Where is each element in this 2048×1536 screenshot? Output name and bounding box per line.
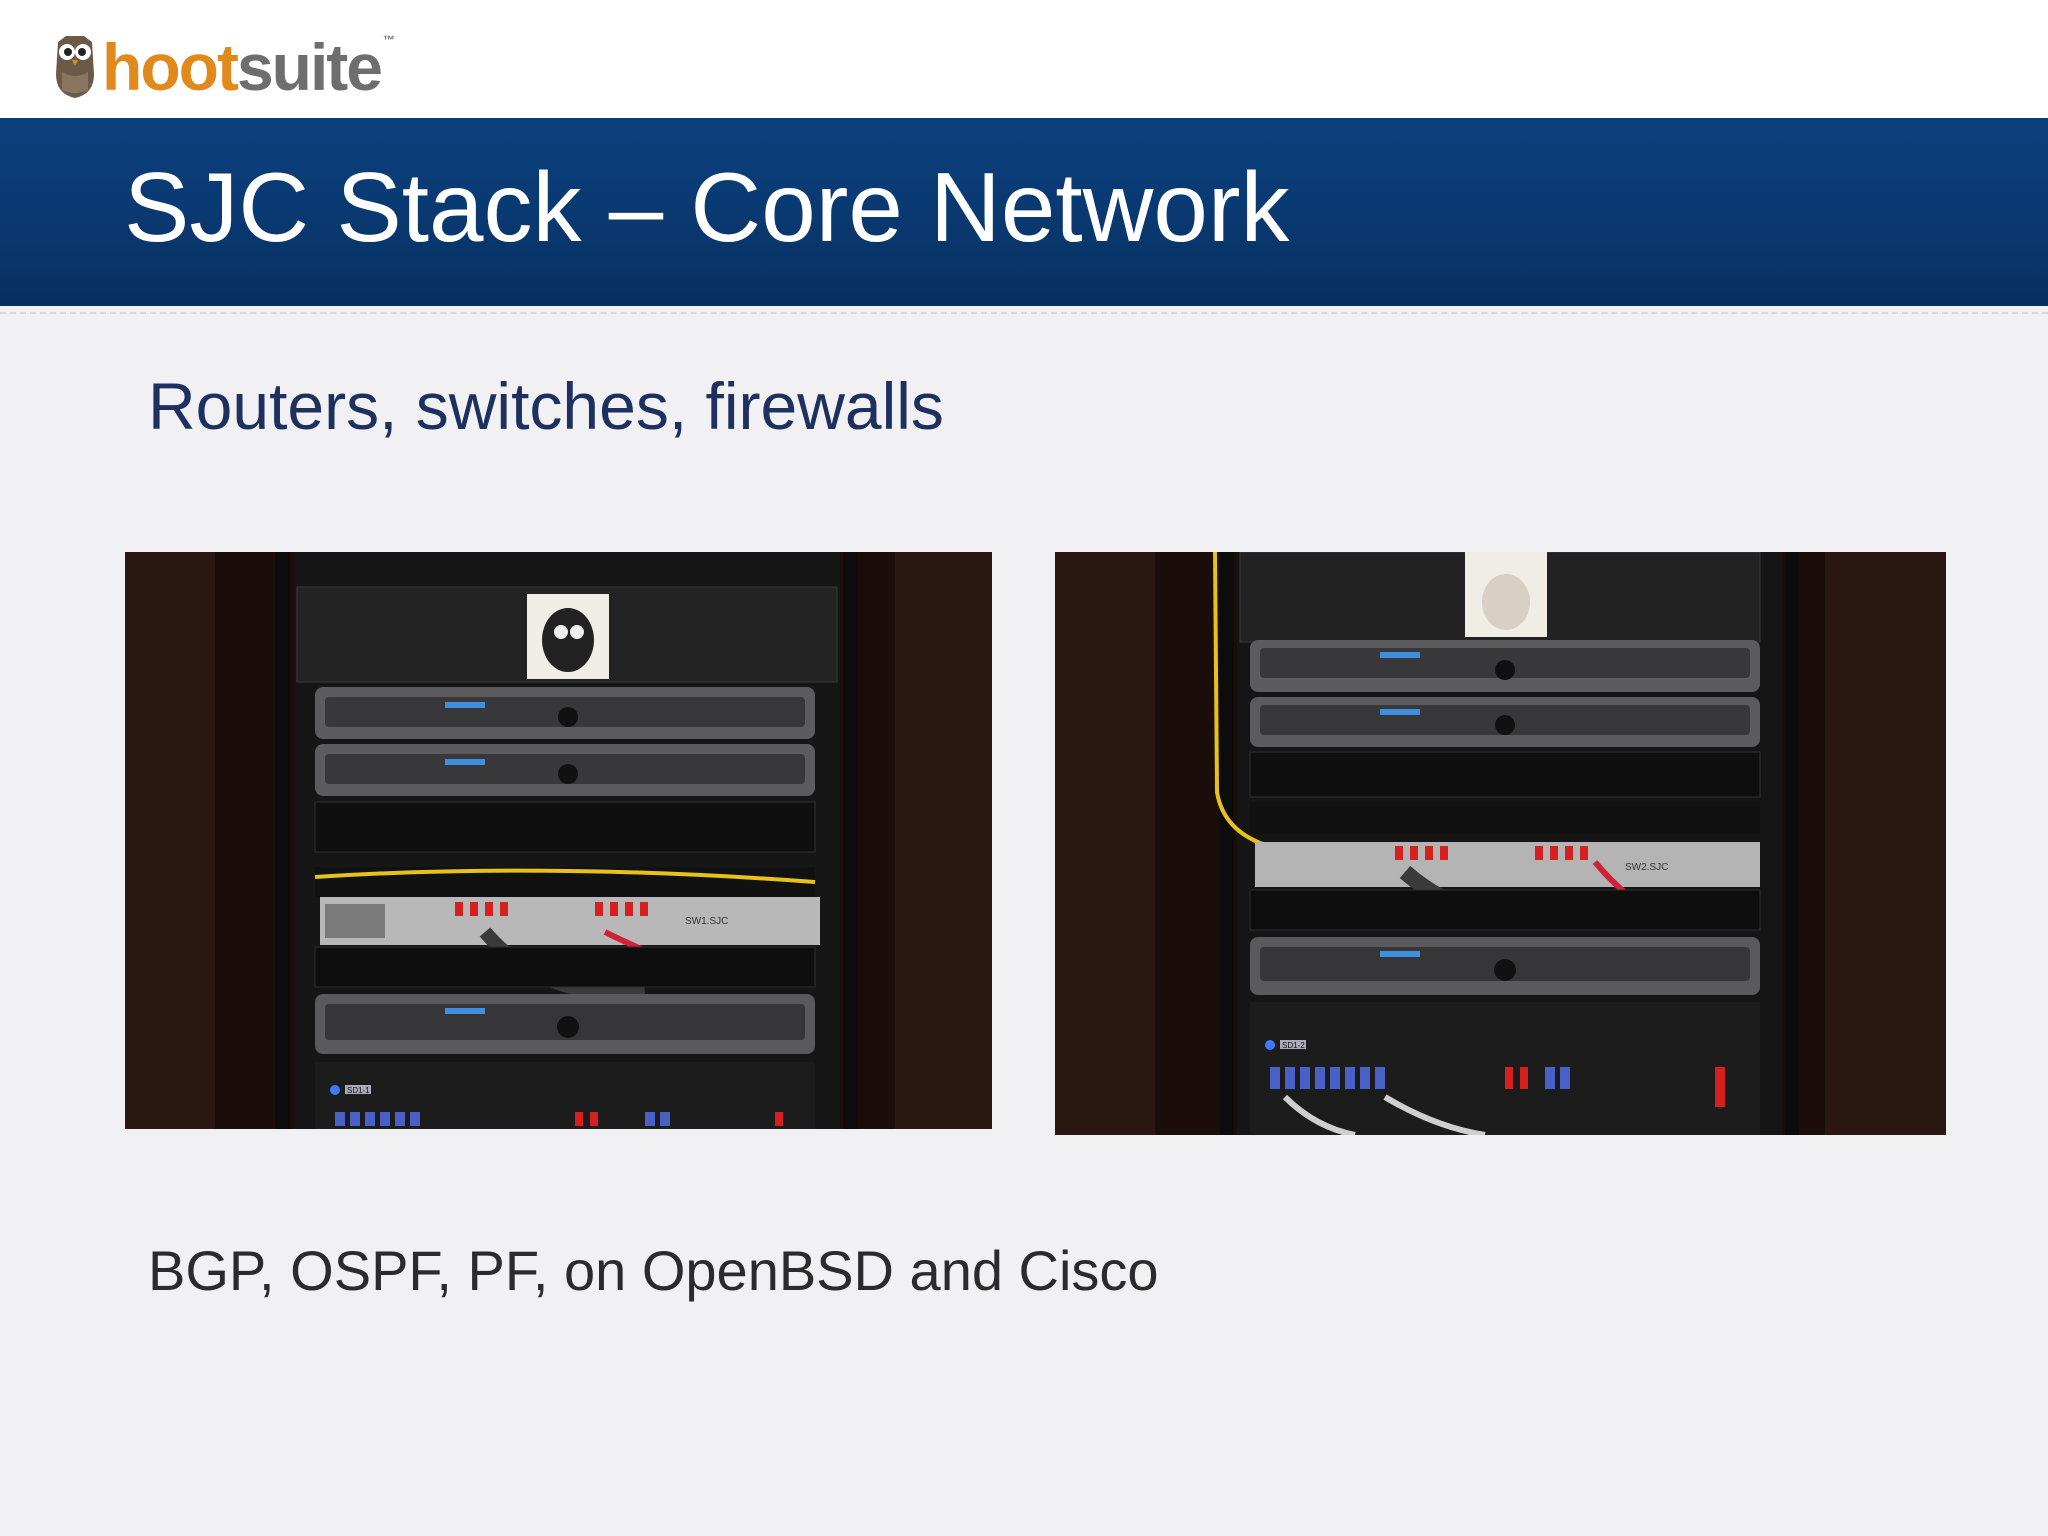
rack-photo-right: SW2.SJC SD1-2: [1055, 552, 1946, 1135]
router-label-left: SD1-1: [347, 1086, 370, 1095]
router-label-left-bg: [345, 1085, 371, 1094]
router-label-right-bg: [1280, 1040, 1306, 1049]
title-bar: [0, 118, 2048, 306]
slide-subtitle: Routers, switches, firewalls: [148, 369, 944, 443]
logo-trademark: ™: [382, 33, 395, 47]
slide-title: SJC Stack – Core Network: [124, 152, 1290, 262]
switch-label-right: SW2.SJC: [1625, 862, 1668, 873]
divider-line: [0, 312, 2048, 314]
switch-label-left: SW1.SJC: [685, 916, 728, 927]
rack-photo-left: SW1.SJC SD1-1: [125, 552, 992, 1129]
logo-suite-text: suite: [236, 30, 383, 104]
router-label-right: SD1-2: [1282, 1041, 1305, 1050]
rack-photo-left-image: SW1.SJC SD1-1: [125, 552, 992, 1129]
rack-photo-right-image: SW2.SJC SD1-2: [1055, 552, 1946, 1135]
logo-hoot-text: hoot: [102, 30, 239, 104]
slide-footer-text: BGP, OSPF, PF, on OpenBSD and Cisco: [148, 1239, 1159, 1302]
owl-logo-icon: [56, 36, 94, 98]
